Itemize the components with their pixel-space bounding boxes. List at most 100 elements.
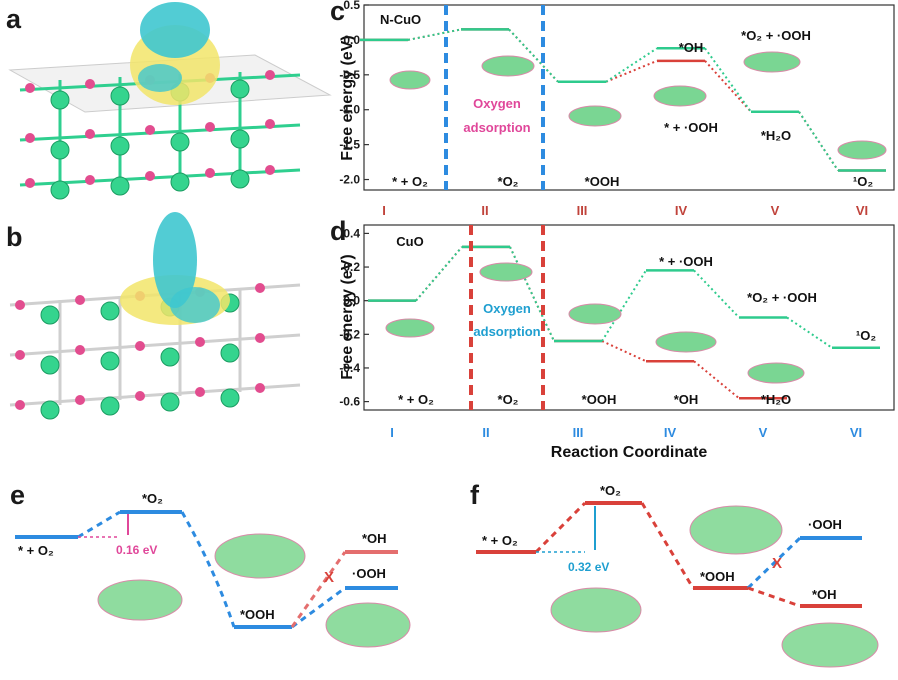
- c-label-oh: *OH: [679, 40, 704, 55]
- d-label-o2ooh: *O₂ + ·OOH: [747, 290, 817, 305]
- level-connector: [407, 28, 462, 41]
- x-tick-label: III: [577, 203, 588, 218]
- c-label-ooh: * + ·OOH: [664, 120, 718, 135]
- d-label-ooh: * + ·OOH: [659, 254, 713, 269]
- c-y-axis-label: Free energy (eV): [339, 35, 356, 160]
- level-connector: [509, 246, 555, 342]
- panel-f: f * + O₂ *O₂ 0.32 eV *OOH ·OOH *OH X: [470, 480, 879, 668]
- panel-c: c Free energy (eV) 0.5 0.0 -0.5 -1.0 -1.5 -2.…: [330, 0, 895, 218]
- y-tick-label: 0.4: [343, 226, 360, 240]
- panel-label-b: b: [6, 222, 23, 252]
- x-tick-label: II: [481, 203, 488, 218]
- f-gap-label: 0.32 eV: [568, 560, 609, 574]
- y-tick-label: -2.0: [339, 173, 360, 187]
- level-connector: [605, 47, 658, 83]
- c-state-label-5: *H₂O: [761, 128, 791, 143]
- panel-label-a: a: [6, 4, 22, 34]
- panel-b: b: [6, 212, 301, 420]
- c-structure-thumbnails: [389, 51, 887, 160]
- d-structure-thumbnails: [385, 262, 805, 384]
- c-state-label-1: * + O₂: [392, 174, 428, 189]
- panel-label-d: d: [330, 216, 347, 246]
- e-label-ooh: *OOH: [240, 607, 275, 622]
- x-tick-label: V: [759, 425, 768, 440]
- panel-e: e * + O₂ *O₂ 0.16 eV *OOH *OH ·OOH X: [10, 480, 411, 648]
- y-tick-label: 0.5: [343, 0, 360, 12]
- panel-label-c: c: [330, 0, 345, 26]
- e-energy-levels: [15, 510, 398, 629]
- level-connector: [704, 47, 752, 113]
- c-series: [360, 28, 886, 172]
- c-y-ticks: 0.5 0.0 -0.5 -1.0 -1.5 -2.0: [339, 0, 369, 187]
- level-connector: [601, 340, 647, 363]
- x-tick-label: III: [573, 425, 584, 440]
- d-y-axis-label: Free energy (eV): [339, 254, 356, 379]
- f-cross-icon: X: [772, 555, 782, 572]
- y-tick-label: -0.4: [339, 361, 360, 375]
- panel-label-e: e: [10, 480, 25, 510]
- d-state-label-5: *H₂O: [761, 392, 791, 407]
- y-tick-label: -0.5: [339, 68, 360, 82]
- d-region-line1: Oxygen: [483, 301, 531, 316]
- c-plot-frame: [363, 4, 895, 191]
- level-connector: [415, 246, 463, 302]
- level-connector: [693, 269, 740, 319]
- x-tick-label: IV: [664, 425, 677, 440]
- level-connector: [786, 316, 833, 349]
- level-connector: [798, 111, 839, 172]
- x-tick-label: VI: [850, 425, 862, 440]
- x-tick-label: V: [771, 203, 780, 218]
- f-structure-thumbnails: [550, 505, 879, 668]
- d-state-label-3: *OOH: [582, 392, 617, 407]
- x-tick-label: II: [482, 425, 489, 440]
- y-tick-label: -0.2: [339, 327, 360, 341]
- d-plot-frame: [363, 224, 895, 411]
- c-label-o2ooh: *O₂ + ·OOH: [741, 28, 811, 43]
- d-state-label-4: *OH: [674, 392, 699, 407]
- d-region-line2: adsorption: [473, 324, 540, 339]
- y-tick-label: -1.5: [339, 138, 360, 152]
- y-tick-label: 0.0: [343, 33, 360, 47]
- c-region-line2: adsorption: [463, 120, 530, 135]
- f-energy-levels: [476, 501, 862, 608]
- c-state-label-3: *OOH: [585, 174, 620, 189]
- e-label-start: * + O₂: [18, 543, 54, 558]
- f-label-oh: *OH: [812, 587, 837, 602]
- d-state-label-2: *O₂: [498, 392, 519, 407]
- e-gap-label: 0.16 eV: [116, 543, 157, 557]
- e-label-o2: *O₂: [142, 491, 163, 506]
- y-tick-label: -1.0: [339, 103, 360, 117]
- e-cross-icon: X: [324, 569, 334, 586]
- c-state-label-2: *O₂: [498, 174, 519, 189]
- crystal-structure-b: [9, 212, 301, 420]
- f-label-ooh: *OOH: [700, 569, 735, 584]
- x-tick-label: IV: [675, 203, 688, 218]
- x-tick-label: VI: [856, 203, 868, 218]
- panel-d: d Free energy (eV) 0.4 0.2 0.0 -0.2 -0.4 -0.6…: [330, 216, 895, 461]
- x-axis-title: Reaction Coordinate: [551, 444, 708, 461]
- c-title: N-CuO: [380, 12, 421, 27]
- level-connector: [601, 269, 647, 342]
- y-tick-label: 0.0: [343, 294, 360, 308]
- x-tick-label: I: [382, 203, 386, 218]
- f-label-rad: ·OOH: [808, 517, 842, 532]
- d-y-ticks: 0.4 0.2 0.0 -0.2 -0.4 -0.6: [339, 226, 369, 409]
- level-connector: [508, 28, 559, 83]
- c-state-label-6: ¹O₂: [853, 174, 873, 189]
- level-connector: [704, 60, 752, 113]
- panel-label-f: f: [470, 480, 480, 510]
- e-label-oh: *OH: [362, 531, 387, 546]
- level-connector: [605, 59, 658, 83]
- crystal-structure-a: [8, 2, 332, 200]
- y-tick-label: 0.2: [343, 260, 360, 274]
- d-dividers: [469, 225, 545, 410]
- d-title: CuO: [396, 234, 423, 249]
- e-label-rad: ·OOH: [352, 566, 386, 581]
- y-tick-label: -0.6: [339, 395, 360, 409]
- level-connector: [693, 360, 740, 399]
- c-region-line1: Oxygen: [473, 96, 521, 111]
- f-label-start: * + O₂: [482, 533, 518, 548]
